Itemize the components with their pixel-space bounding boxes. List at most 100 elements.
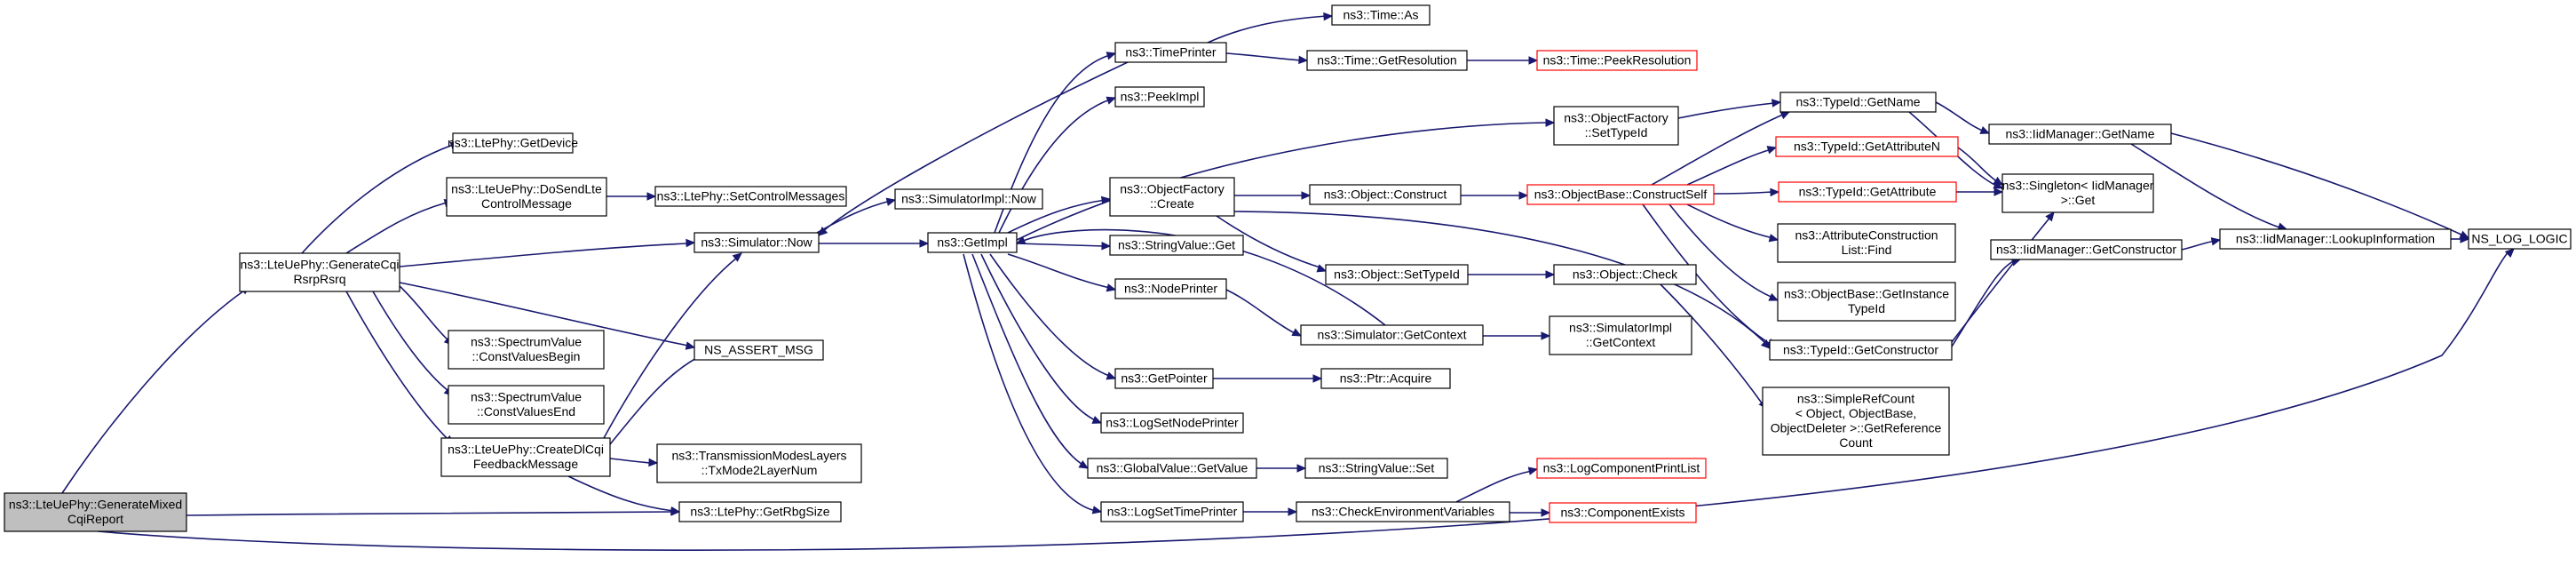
node-box bbox=[894, 188, 1043, 210]
call-edge-logsettime-to-checkenv bbox=[1243, 507, 1298, 516]
node-label: ::TxMode2LayerNum bbox=[701, 463, 818, 477]
node-simnow[interactable]: ns3::Simulator::Now bbox=[694, 232, 820, 253]
call-edge-createdl-to-simnow bbox=[603, 252, 742, 439]
node-ofcreate[interactable]: ns3::ObjectFactory::Create bbox=[1109, 177, 1235, 217]
node-simplerefcount[interactable]: ns3::SimpleRefCount< Object, ObjectBase,… bbox=[1762, 387, 1950, 456]
node-timeprinter[interactable]: ns3::TimePrinter bbox=[1114, 42, 1227, 63]
node-label: ns3::LogSetTimePrinter bbox=[1107, 504, 1238, 518]
node-iidgetctor[interactable]: ns3::IidManager::GetConstructor bbox=[1990, 239, 2183, 260]
node-logsettime[interactable]: ns3::LogSetTimePrinter bbox=[1100, 501, 1244, 522]
call-edge-getimpl-to-strget bbox=[1016, 241, 1112, 251]
node-box bbox=[654, 186, 847, 207]
node-simimplnow[interactable]: ns3::SimulatorImpl::Now bbox=[894, 188, 1043, 210]
node-label: ns3::LteUePhy::GenerateCqi bbox=[241, 258, 400, 272]
node-setctrl[interactable]: ns3::LtePhy::SetControlMessages bbox=[654, 186, 847, 207]
node-box bbox=[1114, 278, 1227, 299]
node-label: ns3::TypeId::GetConstructor bbox=[1783, 342, 1938, 356]
node-obconstructself[interactable]: ns3::ObjectBase::ConstructSelf bbox=[1526, 184, 1715, 205]
node-iidgetname[interactable]: ns3::IidManager::GetName bbox=[1988, 124, 2172, 145]
node-iidlookup[interactable]: ns3::IidManager::LookupInformation bbox=[2219, 228, 2452, 250]
node-assert[interactable]: NS_ASSERT_MSG bbox=[694, 339, 824, 361]
node-box bbox=[1304, 458, 1448, 479]
call-edge-getimpl-to-gvgetvalue bbox=[971, 253, 1090, 469]
node-box bbox=[446, 177, 607, 217]
node-logsetnode[interactable]: ns3::LogSetNodePrinter bbox=[1100, 412, 1244, 434]
node-label: ControlMessage bbox=[481, 196, 572, 211]
node-compexists[interactable]: ns3::ComponentExists bbox=[1549, 502, 1697, 523]
node-peekimpl[interactable]: ns3::PeekImpl bbox=[1114, 86, 1205, 108]
node-box bbox=[1779, 92, 1937, 113]
node-tidgetctor[interactable]: ns3::TypeId::GetConstructor bbox=[1769, 339, 1953, 361]
node-box bbox=[1300, 324, 1484, 346]
node-timegetres[interactable]: ns3::Time::GetResolution bbox=[1306, 50, 1468, 71]
node-objconstruct[interactable]: ns3::Object::Construct bbox=[1309, 184, 1462, 205]
node-box bbox=[678, 501, 842, 522]
node-box bbox=[1553, 106, 1679, 146]
call-edge-simnow-to-getimpl bbox=[818, 239, 930, 248]
call-edge-gencqi-to-createdl bbox=[345, 291, 454, 445]
call-edge-checkenv-to-compexists bbox=[1510, 508, 1551, 517]
node-txmode[interactable]: ns3::TransmissionModesLayers::TxMode2Lay… bbox=[656, 443, 862, 483]
node-label: ns3::ObjectFactory bbox=[1120, 182, 1225, 196]
node-box bbox=[1778, 181, 1957, 203]
node-timepeekres[interactable]: ns3::Time::PeekResolution bbox=[1536, 50, 1698, 71]
node-getimpl[interactable]: ns3::GetImpl bbox=[927, 232, 1018, 253]
node-checkenv[interactable]: ns3::CheckEnvironmentVariables bbox=[1296, 501, 1510, 522]
node-label: ns3::GlobalValue::GetValue bbox=[1097, 460, 1248, 474]
node-box bbox=[4, 492, 187, 532]
node-strget[interactable]: ns3::StringValue::Get bbox=[1109, 235, 1244, 256]
node-label: ns3::LtePhy::GetRbgSize bbox=[690, 504, 829, 518]
node-tidgetattr[interactable]: ns3::TypeId::GetAttribute bbox=[1778, 181, 1957, 203]
call-edge-gencqi-to-cvbegin bbox=[399, 285, 454, 346]
call-edges bbox=[61, 12, 2515, 551]
node-strset[interactable]: ns3::StringValue::Set bbox=[1304, 458, 1448, 479]
node-ofsettypeid[interactable]: ns3::ObjectFactory::SetTypeId bbox=[1553, 106, 1679, 146]
node-label: ::ConstValuesEnd bbox=[477, 404, 575, 419]
node-objcheck[interactable]: ns3::Object::Check bbox=[1553, 264, 1697, 285]
node-simimplgetctx[interactable]: ns3::SimulatorImpl::GetContext bbox=[1549, 315, 1692, 355]
node-label: ns3::CheckEnvironmentVariables bbox=[1312, 504, 1494, 518]
node-cvbegin[interactable]: ns3::SpectrumValue::ConstValuesBegin bbox=[448, 330, 605, 370]
node-box bbox=[694, 232, 820, 253]
node-logcomplist[interactable]: ns3::LogComponentPrintList bbox=[1536, 458, 1707, 479]
node-singletonget[interactable]: ns3::Singleton< IidManager>::Get bbox=[2001, 173, 2154, 213]
node-label: ObjectDeleter >::GetReference bbox=[1771, 421, 1942, 435]
node-box bbox=[1320, 368, 1451, 389]
node-label: ns3::Singleton< IidManager bbox=[2002, 179, 2154, 193]
node-box bbox=[1109, 177, 1235, 217]
node-nodeprinter[interactable]: ns3::NodePrinter bbox=[1114, 278, 1227, 299]
node-label: NS_LOG_LOGIC bbox=[2471, 231, 2567, 245]
node-getdevice[interactable]: ns3::LtePhy::GetDevice bbox=[448, 132, 578, 154]
node-ptracquire[interactable]: ns3::Ptr::Acquire bbox=[1320, 368, 1451, 389]
node-createdl[interactable]: ns3::LteUePhy::CreateDlCqiFeedbackMessag… bbox=[440, 437, 611, 477]
node-nslogic[interactable]: NS_LOG_LOGIC bbox=[2468, 228, 2572, 250]
node-box bbox=[1114, 86, 1205, 108]
call-edge-getpointer-to-ptracquire bbox=[1213, 374, 1323, 383]
node-gvgetvalue[interactable]: ns3::GlobalValue::GetValue bbox=[1087, 458, 1257, 479]
node-cvend[interactable]: ns3::SpectrumValue::ConstValuesEnd bbox=[448, 385, 605, 425]
call-edge-obconstructself-to-tidgetattrn bbox=[1686, 146, 1778, 186]
call-edge-getimpl-to-nodeprinter bbox=[1007, 253, 1117, 292]
node-getpointer[interactable]: ns3::GetPointer bbox=[1114, 368, 1214, 389]
node-label: ns3::Object::Check bbox=[1573, 267, 1678, 281]
node-rbgsize[interactable]: ns3::LtePhy::GetRbgSize bbox=[678, 501, 842, 522]
node-tidgetattrn[interactable]: ns3::TypeId::GetAttributeN bbox=[1775, 136, 1959, 157]
call-edge-getimpl-to-ofsettypeid bbox=[1016, 118, 1556, 241]
node-tidgetname[interactable]: ns3::TypeId::GetName bbox=[1779, 92, 1937, 113]
node-box bbox=[1769, 339, 1953, 361]
call-edge-getimpl-to-ofcreate bbox=[1007, 195, 1112, 234]
call-edge-timeprinter-to-timegetres bbox=[1225, 52, 1309, 65]
node-timeas[interactable]: ns3::Time::As bbox=[1331, 4, 1431, 26]
node-label: ns3::SpectrumValue bbox=[471, 335, 582, 349]
node-objsettypeid[interactable]: ns3::Object::SetTypeId bbox=[1325, 264, 1469, 285]
node-box bbox=[1777, 223, 1956, 263]
call-edge-iidgetctor-to-iidlookup bbox=[2181, 237, 2222, 251]
node-label: ns3::Time::GetResolution bbox=[1317, 52, 1456, 67]
node-simgetctx[interactable]: ns3::Simulator::GetContext bbox=[1300, 324, 1484, 346]
